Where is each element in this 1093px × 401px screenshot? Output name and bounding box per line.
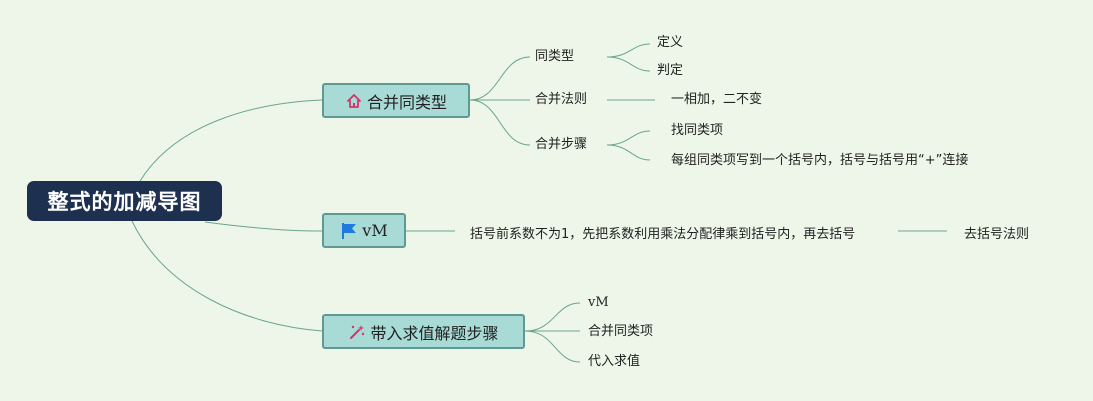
branch-node-substitute-steps[interactable]: 带入求值解题步骤: [322, 314, 525, 349]
root-label: 整式的加减导图: [47, 190, 202, 214]
connector-b3-dairu: [524, 330, 581, 363]
connector-tongleixing-pandding: [606, 56, 651, 72]
connector-b1-hebingbuzhou: [469, 99, 531, 146]
subtopic-find-like-terms[interactable]: 找同类项: [671, 123, 724, 138]
subtopic-group-brackets[interactable]: 每组同类项写到一个括号内，括号与括号用“+”连接: [671, 153, 969, 168]
connector-root-branch-3: [131, 220, 323, 332]
branch-node-merge-like-terms[interactable]: 合并同类型: [322, 83, 470, 118]
topic-tongleixing[interactable]: 同类型: [535, 49, 575, 64]
connector-root-branch-2: [204, 221, 323, 232]
subtopic-dingyi[interactable]: 定义: [657, 35, 684, 50]
connector-root-branch-1: [139, 99, 323, 182]
branch-label: 带入求值解题步骤: [370, 323, 499, 343]
topic-coefficient-rule[interactable]: 括号前系数不为1，先把系数利用乘法分配律乘到括号内，再去括号: [470, 227, 856, 242]
branch-label: 合并同类型: [366, 92, 447, 112]
flag-icon: [340, 222, 358, 240]
subtopic-rule[interactable]: 一相加，二不变: [671, 92, 763, 107]
topic-hebingfaze[interactable]: 合并法则: [535, 92, 588, 107]
branch-node-vm[interactable]: vM: [322, 213, 406, 248]
step-substitute[interactable]: 代入求值: [588, 354, 641, 369]
magic-wand-icon: [348, 323, 366, 341]
branch-label: vM: [362, 221, 388, 240]
connector-b1-tongleixing: [469, 56, 531, 101]
connector-b3-vm: [524, 302, 581, 332]
connector-hebingbuzhou-zhao: [606, 130, 651, 146]
step-merge-like-terms[interactable]: 合并同类项: [588, 324, 654, 339]
topic-hebingbuzhou[interactable]: 合并步骤: [535, 137, 588, 152]
subtopic-panding[interactable]: 判定: [657, 63, 684, 78]
connector-tongleixing-dingyi: [606, 43, 651, 58]
connector-hebingbuzhou-meizu: [606, 144, 651, 161]
step-vm[interactable]: vM: [588, 295, 609, 310]
root-node[interactable]: 整式的加减导图: [27, 181, 222, 221]
subtopic-remove-brackets-law[interactable]: 去括号法则: [964, 227, 1030, 242]
house-icon: [345, 92, 363, 110]
